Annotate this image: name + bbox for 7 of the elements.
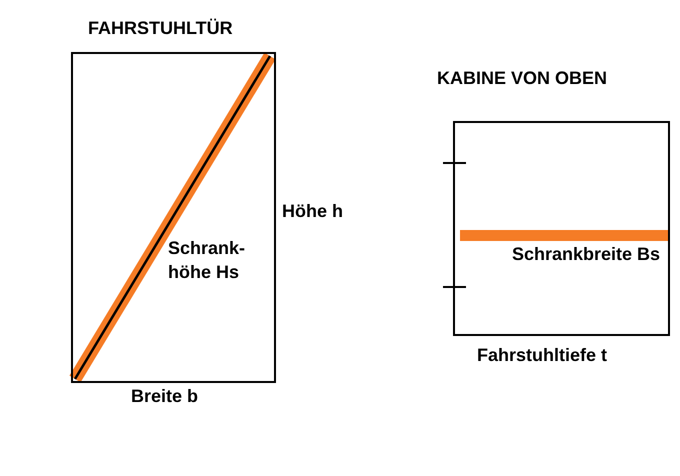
heading: FAHRSTUHLTÜR [88, 18, 233, 39]
dimension-label: Schrankbreite Bs [510, 243, 662, 266]
dimension-label: Schrank- höhe Hs [168, 237, 246, 284]
dimension-label: Fahrstuhltiefe t [477, 344, 608, 367]
dimension-label: Höhe h [282, 200, 343, 223]
heading: KABINE VON OBEN [437, 68, 608, 89]
dimension-label: Breite b [131, 385, 198, 408]
